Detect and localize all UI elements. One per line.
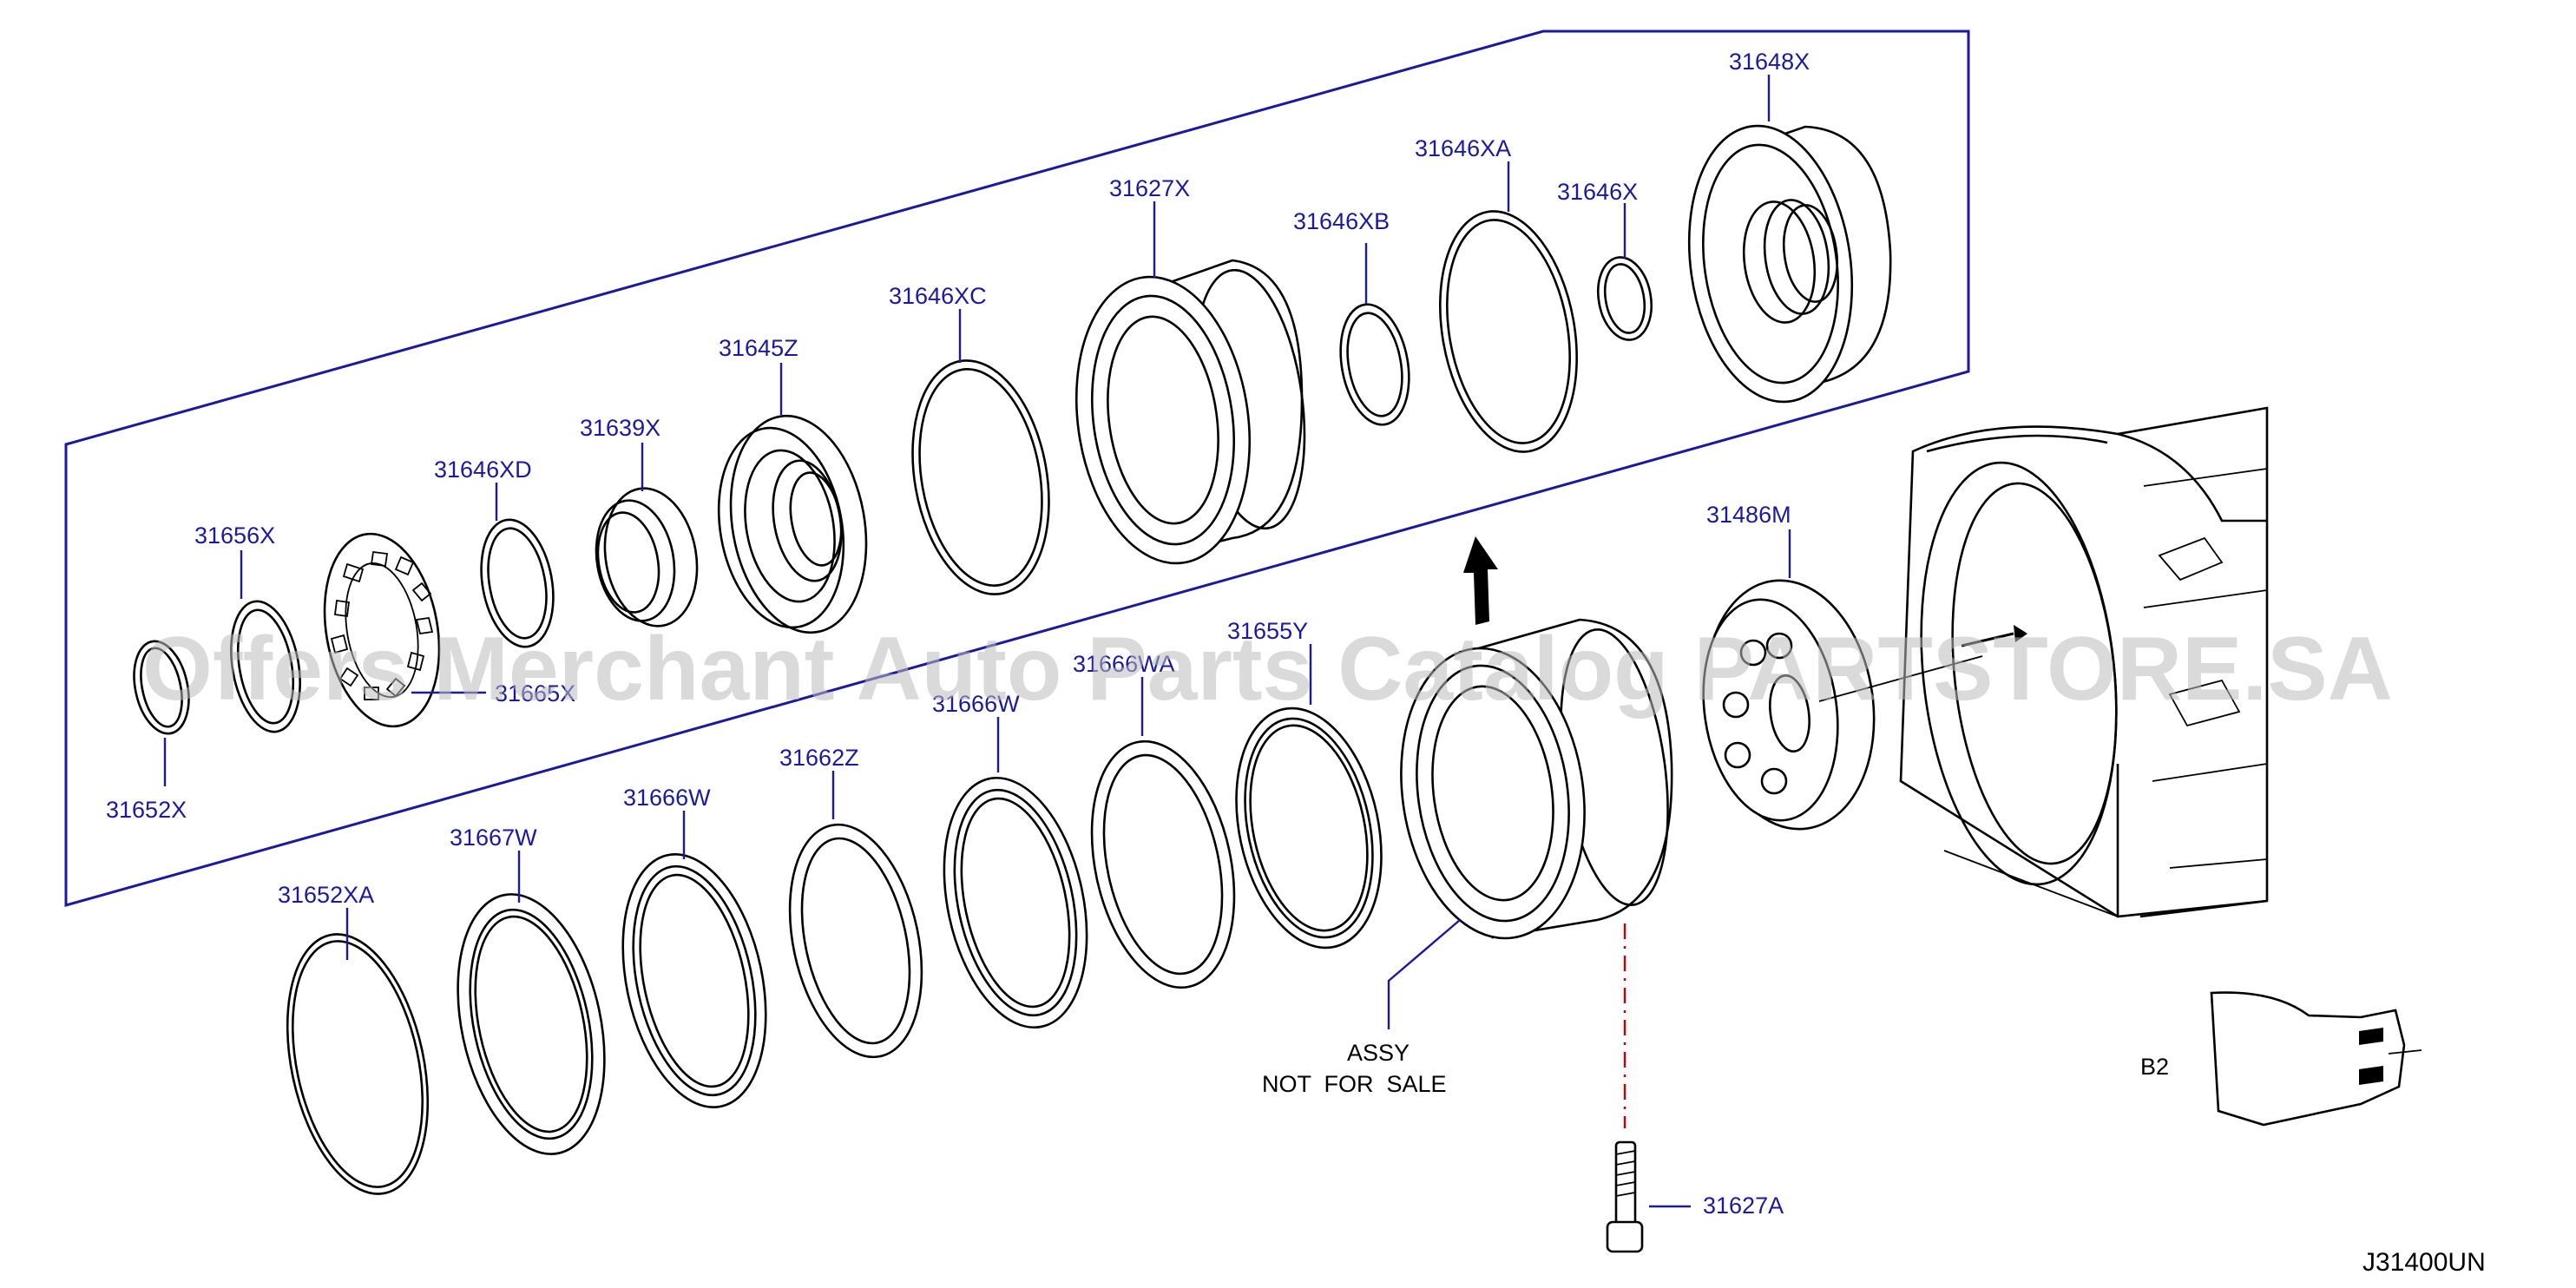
part-31627A-bolt[interactable] bbox=[1606, 1140, 1644, 1253]
part-31667W-plate[interactable] bbox=[436, 881, 627, 1168]
label-31667W[interactable]: 31667W bbox=[450, 825, 537, 851]
label-31646XD[interactable]: 31646XD bbox=[434, 457, 532, 483]
label-31652X[interactable]: 31652X bbox=[106, 797, 187, 823]
label-31646XC[interactable]: 31646XC bbox=[889, 283, 987, 309]
part-31645Z-piston[interactable] bbox=[704, 405, 883, 644]
label-31665X[interactable]: 31665X bbox=[495, 680, 575, 706]
part-31639X-seal[interactable] bbox=[588, 481, 708, 634]
part-31656X-ring[interactable] bbox=[221, 596, 309, 738]
label-31652XA[interactable]: 31652XA bbox=[278, 882, 374, 908]
part-31665X-spring-plate[interactable] bbox=[311, 525, 454, 736]
label-31646X[interactable]: 31646X bbox=[1557, 179, 1638, 205]
label-31648X[interactable]: 31648X bbox=[1729, 49, 1810, 75]
part-31646XB-ring[interactable] bbox=[1331, 299, 1417, 430]
diagram-code: J31400UN bbox=[2362, 1248, 2486, 1277]
view-label-b2: B2 bbox=[2140, 1054, 2169, 1080]
label-31646XA[interactable]: 31646XA bbox=[1415, 135, 1511, 161]
b2-detail-view bbox=[2210, 991, 2422, 1127]
label-31639X[interactable]: 31639X bbox=[580, 415, 660, 441]
part-31666WA-plate[interactable] bbox=[1071, 728, 1255, 1001]
part-31646XD-seal-ring[interactable] bbox=[472, 514, 562, 653]
part-31646XC-seal-ring[interactable] bbox=[896, 350, 1067, 605]
label-31662Z[interactable]: 31662Z bbox=[779, 745, 859, 771]
part-31666W-plate-2[interactable] bbox=[923, 765, 1107, 1041]
part-31646X-ring[interactable] bbox=[1592, 253, 1658, 345]
note-not-for-sale: NOT FOR SALE bbox=[1262, 1071, 1447, 1097]
part-31652XA-snap-ring[interactable] bbox=[266, 922, 450, 1207]
label-31666W-a[interactable]: 31666W bbox=[932, 691, 1020, 717]
part-31652X-snap-ring[interactable] bbox=[126, 636, 196, 739]
part-31648X-drum[interactable] bbox=[1672, 115, 1892, 412]
label-31646XB[interactable]: 31646XB bbox=[1293, 208, 1390, 234]
label-31655Y[interactable]: 31655Y bbox=[1227, 618, 1308, 644]
part-31666W-plate-1[interactable] bbox=[601, 841, 787, 1120]
assembly-drum-not-for-sale bbox=[1400, 618, 1673, 940]
direction-arrow-icon bbox=[1463, 536, 1498, 625]
part-31627X-clutch-drum[interactable] bbox=[1059, 259, 1319, 575]
label-31645Z[interactable]: 31645Z bbox=[719, 335, 798, 361]
part-31655Y-plate[interactable] bbox=[1216, 694, 1403, 961]
leader-lines bbox=[163, 75, 1791, 1208]
part-31662Z-plate[interactable] bbox=[770, 812, 941, 1069]
label-31666WA[interactable]: 31666WA bbox=[1073, 651, 1175, 677]
assembly-frame bbox=[64, 30, 1970, 907]
label-31627A[interactable]: 31627A bbox=[1703, 1193, 1784, 1219]
note-assy: ASSY bbox=[1347, 1040, 1410, 1066]
part-31646XA-ring[interactable] bbox=[1423, 200, 1594, 463]
part-31486M-gear[interactable] bbox=[1690, 569, 1983, 840]
label-31656X[interactable]: 31656X bbox=[194, 522, 275, 549]
transmission-case bbox=[1899, 406, 2269, 918]
label-31486M[interactable]: 31486M bbox=[1706, 502, 1791, 528]
watermark: Offers Merchant Auto Parts Catalog PARTS… bbox=[142, 619, 2393, 720]
label-31627X[interactable]: 31627X bbox=[1109, 175, 1190, 201]
label-31666W-b[interactable]: 31666W bbox=[623, 785, 711, 811]
